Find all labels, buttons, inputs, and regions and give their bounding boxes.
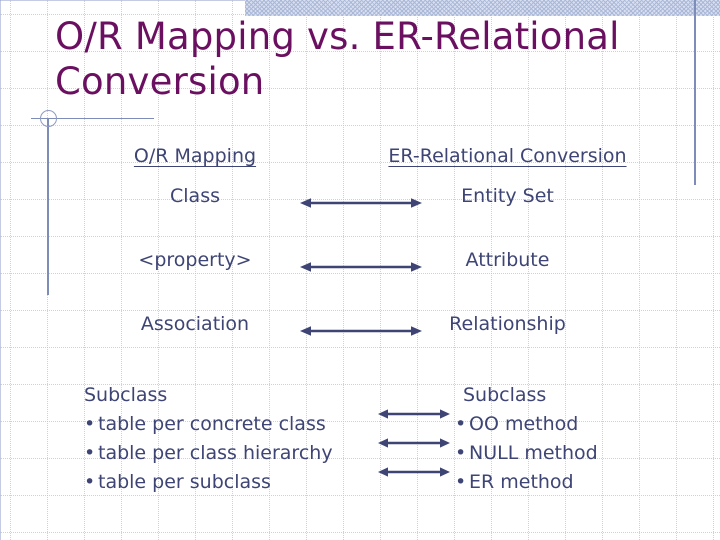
column-header-er-relational: ER-Relational Conversion: [388, 145, 627, 167]
cell-left: Class: [170, 185, 220, 207]
column-header-or-mapping: O/R Mapping: [133, 145, 257, 167]
cell-right: Relationship: [449, 313, 566, 335]
decorative-circle-icon: [40, 110, 57, 127]
bullet-icon: •: [84, 442, 96, 464]
subclass-left-column: Subclass •table per concrete class •tabl…: [84, 381, 374, 497]
decorative-right-vertical-rule: [694, 0, 696, 185]
bullet-icon: •: [455, 471, 467, 493]
bullet-icon: •: [84, 413, 96, 435]
page-title: O/R Mapping vs. ER-Relational Conversion: [55, 15, 620, 103]
list-item-label: table per class hierarchy: [98, 442, 333, 464]
cell-left: <property>: [138, 249, 252, 271]
list-item: •ER method: [455, 468, 685, 497]
double-headed-arrow-icon: [378, 436, 450, 450]
double-headed-arrow-icon: [300, 196, 422, 210]
list-item-label: ER method: [469, 471, 574, 493]
table-row: Class Entity Set: [0, 185, 720, 249]
subclass-comparison-block: Subclass •table per concrete class •tabl…: [0, 381, 720, 506]
subclass-right-heading: Subclass: [463, 384, 547, 406]
decorative-hatch-band: [245, 0, 720, 16]
double-headed-arrow-icon: [300, 324, 422, 338]
double-headed-arrow-icon: [300, 260, 422, 274]
list-item: •NULL method: [455, 439, 685, 468]
bullet-icon: •: [455, 413, 467, 435]
list-item: •table per class hierarchy: [84, 439, 374, 468]
table-row: Association Relationship: [0, 313, 720, 377]
cell-right: Attribute: [465, 249, 550, 271]
list-item-label: OO method: [469, 413, 579, 435]
cell-right: Entity Set: [461, 185, 554, 207]
bullet-icon: •: [455, 442, 467, 464]
list-item-label: NULL method: [469, 442, 598, 464]
bullet-icon: •: [84, 471, 96, 493]
comparison-content: O/R Mapping ER-Relational Conversion Cla…: [0, 145, 720, 506]
list-item-label: table per subclass: [98, 471, 271, 493]
subclass-left-heading: Subclass: [84, 384, 168, 406]
list-item-label: table per concrete class: [98, 413, 326, 435]
table-row: <property> Attribute: [0, 249, 720, 313]
list-item: •table per subclass: [84, 468, 374, 497]
decorative-horizontal-rule: [31, 118, 154, 119]
list-item: •table per concrete class: [84, 410, 374, 439]
grid-line-horizontal: [0, 532, 720, 533]
cell-left: Association: [140, 313, 250, 335]
grid-line-horizontal: [0, 125, 720, 126]
decorative-vertical-rule: [47, 118, 49, 295]
column-headers: O/R Mapping ER-Relational Conversion: [0, 145, 720, 185]
list-item: •OO method: [455, 410, 685, 439]
subclass-right-column: Subclass •OO method •NULL method •ER met…: [455, 381, 685, 497]
double-headed-arrow-icon: [378, 407, 450, 421]
double-headed-arrow-icon: [378, 465, 450, 479]
